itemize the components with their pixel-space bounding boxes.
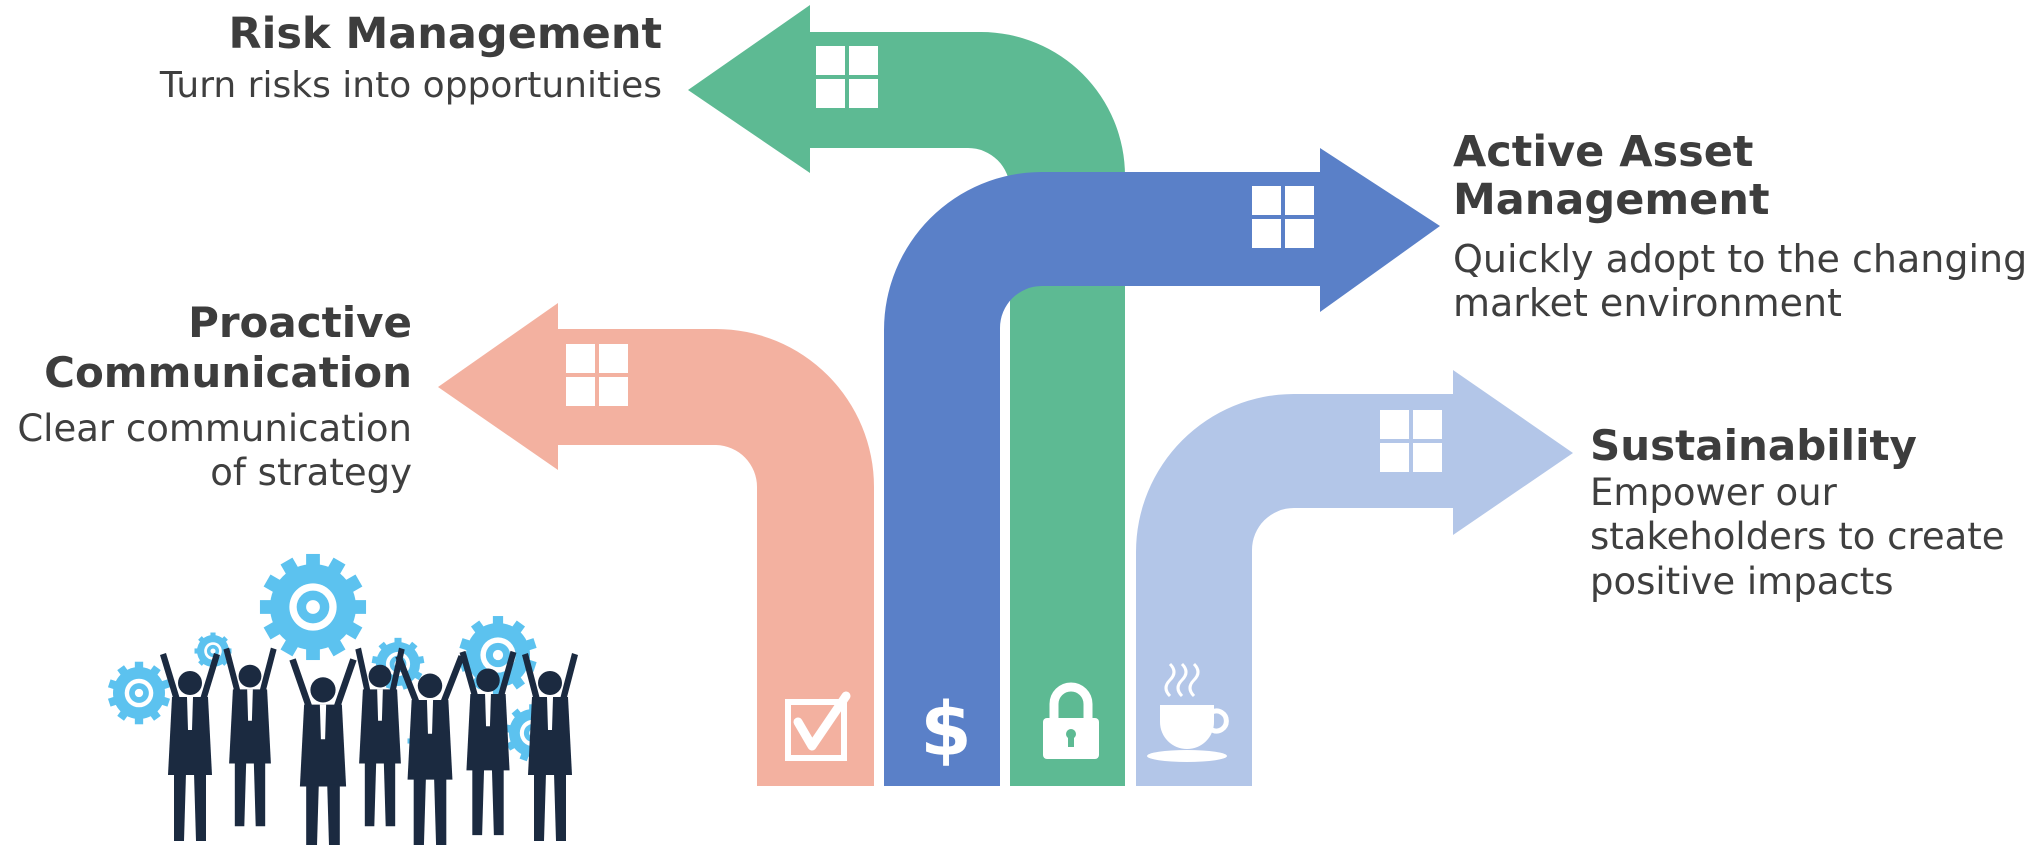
- sustainability-desc: Empower our stakeholders to create posit…: [1590, 471, 2030, 604]
- active-arrow-shape: [884, 148, 1440, 786]
- sustain-desc-line: Empower our: [1590, 471, 1837, 515]
- person-silhouette: [289, 658, 357, 845]
- proactive-communication-desc: Clear communication of strategy: [0, 407, 412, 496]
- proactive-desc-line: of strategy: [210, 451, 412, 495]
- risk-management-label: Risk Management Turn risks into opportun…: [140, 10, 662, 107]
- active-asset-management-desc: Quickly adopt to the changing market env…: [1453, 237, 2030, 325]
- dollar-icon: $: [920, 687, 972, 773]
- person-silhouette: [355, 647, 405, 827]
- svg-text:$: $: [920, 687, 972, 773]
- active-asset-management-label: Active Asset Management Quickly adopt to…: [1453, 128, 2030, 325]
- active-desc-line: market environment: [1453, 280, 1842, 325]
- proactive-arrow-shape: [438, 303, 874, 786]
- proactive-arrow: [438, 303, 874, 786]
- proactive-title-line: Proactive: [188, 298, 412, 347]
- sustain-arrow: [1136, 370, 1573, 786]
- proactive-communication-title: Proactive Communication: [0, 298, 412, 399]
- sustain-desc-line: positive impacts: [1590, 559, 1894, 603]
- window-icon: [1380, 410, 1442, 472]
- person-silhouette: [395, 655, 465, 845]
- sustainability-title: Sustainability: [1590, 421, 1917, 470]
- proactive-title-line: Communication: [44, 348, 412, 398]
- person-silhouette: [522, 653, 578, 841]
- person-silhouette: [459, 650, 517, 836]
- checkbox-icon: [785, 691, 851, 761]
- person-silhouette: [223, 647, 277, 827]
- gear-icon: [459, 616, 537, 694]
- coffee-cup-icon: [1147, 662, 1229, 762]
- business-people-gears-illustration: [107, 553, 578, 845]
- window-icon: [566, 344, 628, 406]
- gear-icon: [107, 661, 171, 725]
- sustainability-label: Sustainability Empower our stakeholders …: [1590, 422, 2030, 604]
- gear-icon: [259, 553, 367, 661]
- proactive-communication-label: Proactive Communication Clear communicat…: [0, 298, 412, 496]
- window-icon: [816, 46, 878, 108]
- active-arrow: [884, 148, 1440, 786]
- active-asset-management-title: Active Asset Management: [1453, 127, 1770, 226]
- window-icon: [1252, 186, 1314, 248]
- person-silhouette: [160, 653, 220, 841]
- sustain-arrow-shape: [1136, 370, 1573, 786]
- lock-icon: [1043, 682, 1099, 759]
- sustain-desc-line: stakeholders to create: [1590, 515, 2005, 559]
- proactive-desc-line: Clear communication: [17, 406, 412, 450]
- risk-management-desc: Turn risks into opportunities: [159, 65, 662, 107]
- people-silhouettes: [160, 647, 578, 845]
- active-desc-line: Quickly adopt to the changing: [1453, 237, 2028, 282]
- risk-management-title: Risk Management: [228, 9, 662, 59]
